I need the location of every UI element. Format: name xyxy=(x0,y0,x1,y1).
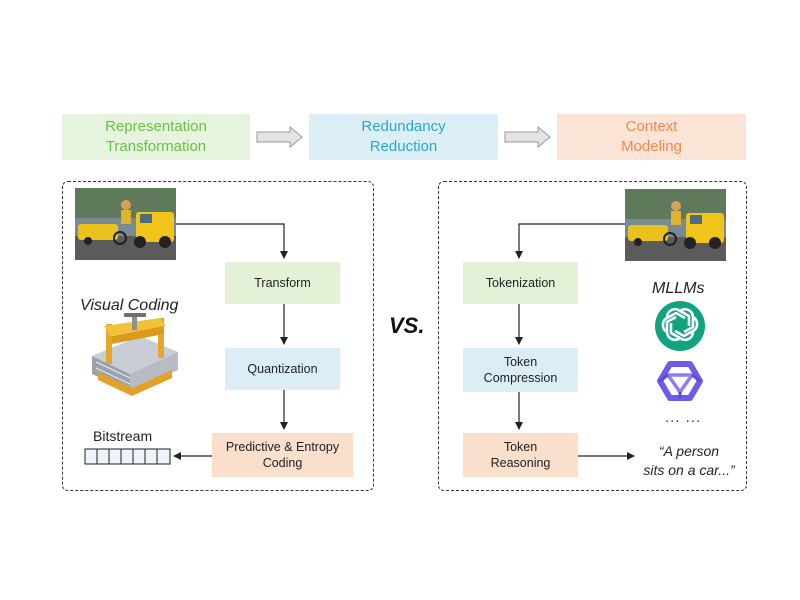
visual-coding-panel xyxy=(62,181,374,491)
token-reasoning-step: Token Reasoning xyxy=(463,433,578,477)
more-models-ellipsis: ... ... xyxy=(665,409,702,426)
stage-label: Context Modeling xyxy=(621,118,682,155)
stage-label: Redundancy Reduction xyxy=(361,118,446,155)
photo-thumbnail-icon xyxy=(625,189,726,261)
stage-representation-transformation: Representation Transformation xyxy=(62,114,250,160)
compression-vise-icon xyxy=(92,313,178,396)
stage-context-modeling: Context Modeling xyxy=(557,114,746,160)
bitstream-icon xyxy=(84,448,171,465)
photo-thumbnail-icon xyxy=(75,188,176,260)
token-compression-step: Token Compression xyxy=(463,348,578,392)
bitstream-label: Bitstream xyxy=(93,428,153,444)
vs-label: VS. xyxy=(389,313,425,338)
openai-logo-icon xyxy=(655,301,705,351)
arrow-right-icon xyxy=(256,125,303,149)
entropy-coding-step: Predictive & Entropy Coding xyxy=(212,433,353,477)
mllm-panel xyxy=(438,181,747,491)
output-caption: “A person sits on a car...” xyxy=(643,443,735,478)
mllms-title: MLLMs xyxy=(652,280,705,297)
arrow-right-icon xyxy=(504,125,551,149)
transform-step: Transform xyxy=(225,262,340,304)
tokenization-step: Tokenization xyxy=(463,262,578,304)
stage-label: Representation Transformation xyxy=(105,118,207,155)
stage-redundancy-reduction: Redundancy Reduction xyxy=(309,114,498,160)
qwen-logo-icon xyxy=(657,361,703,401)
visual-coding-title: Visual Coding xyxy=(80,297,179,314)
quantization-step: Quantization xyxy=(225,348,340,390)
